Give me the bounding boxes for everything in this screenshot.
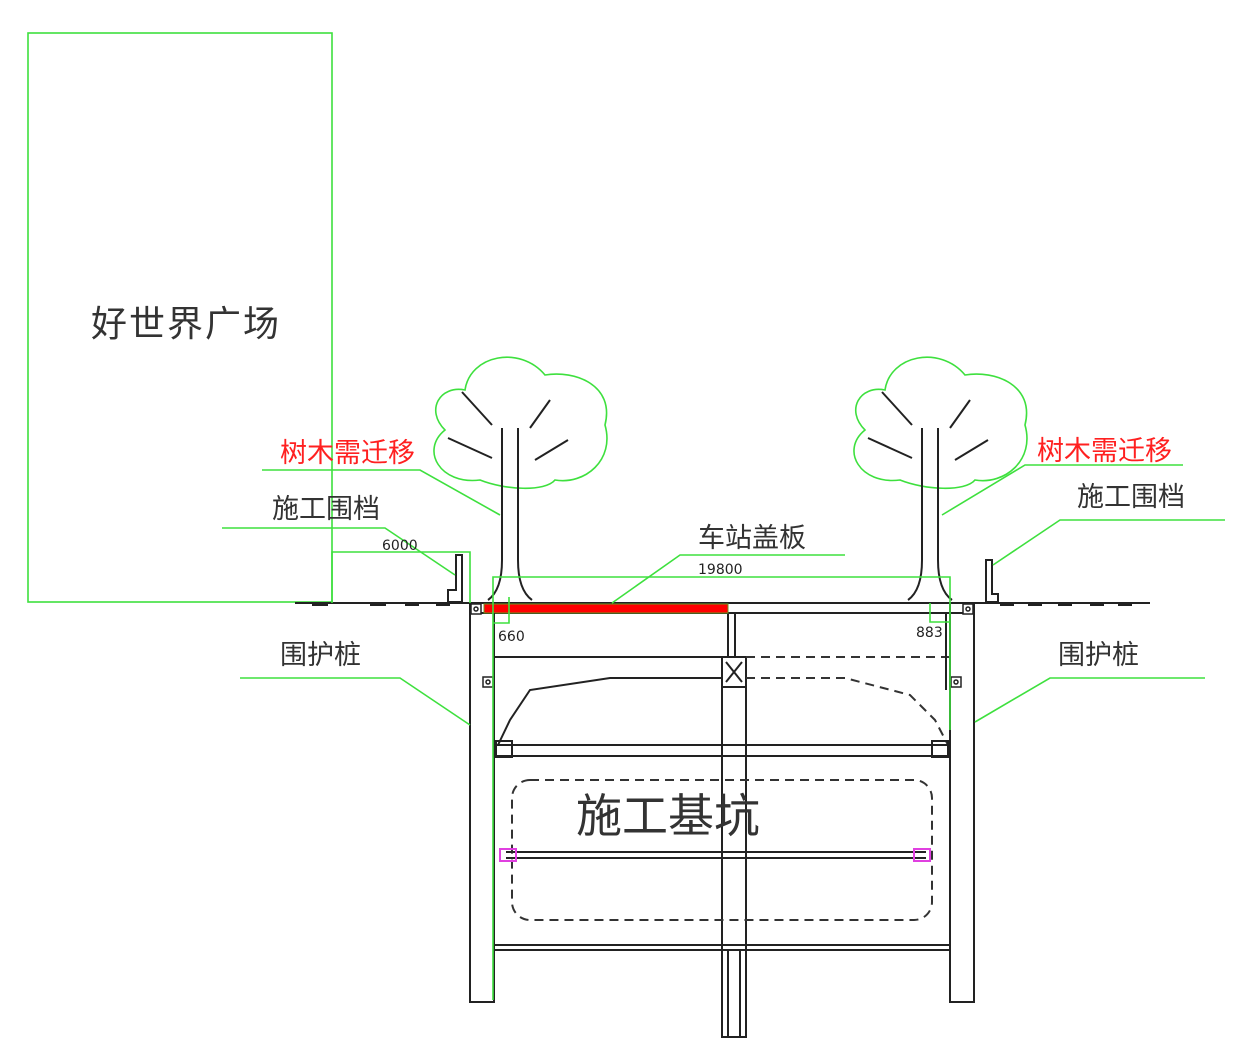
ground-hatch [312,603,1132,606]
leader-pile-right [974,677,1205,723]
dim-19800 [492,576,951,1000]
leader-fence-right [992,519,1225,566]
leader-tree-right [941,464,1183,516]
pile-left [469,602,495,1003]
pile-right [949,602,975,1003]
label-fence-left: 施工围档 [272,494,380,525]
fence-right [985,559,999,603]
label-deck: 车站盖板 [698,523,806,554]
label-pile-left: 围护桩 [280,640,361,671]
dim-19800-text: 19800 [698,562,743,578]
leader-tree-left [262,469,501,516]
tunnel-left [497,677,722,746]
label-tree-left: 树木需迁移 [280,438,415,469]
strut-upper [494,740,950,758]
fence-left [447,554,463,603]
label-fence-right: 施工围档 [1077,482,1185,513]
label-tree-right: 树木需迁移 [1037,436,1172,467]
pit-label: 施工基坑 [576,789,760,843]
center-column [721,656,747,1038]
dim-6000-text: 6000 [382,538,418,554]
station-deck-cover [483,603,729,614]
leader-deck [611,554,845,604]
building-outline [27,32,333,603]
dim-660 [493,597,510,624]
dim-883-text: 883 [916,625,943,641]
leader-pile-left [240,677,471,726]
tunnel-right [746,677,949,746]
dim-660-text: 660 [498,629,525,645]
dim-6000 [331,551,471,603]
dim-883 [929,603,950,623]
tree-left [433,356,608,601]
bolt-icons [470,603,974,688]
leader-fence-left [222,527,456,576]
building-label: 好世界广场 [91,304,281,345]
label-pile-right: 围护桩 [1058,640,1139,671]
strut-lower [499,848,931,862]
